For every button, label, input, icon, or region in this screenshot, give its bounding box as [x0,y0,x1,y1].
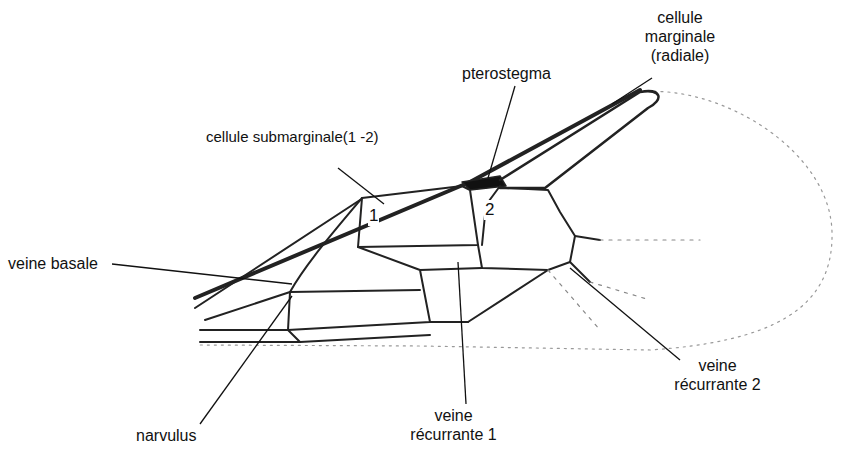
outer-veins [468,236,600,322]
basal-vein [290,198,362,292]
vein-traces [548,240,700,330]
callout-number: 1 [368,206,379,226]
leader-line [112,264,292,284]
vein-label: veine basale [8,254,98,273]
vein-label: veine récurrante 1 [396,406,511,444]
leader-lines [112,78,680,424]
leader-line [612,78,652,104]
leader-line [338,168,384,204]
leader-line [570,268,680,360]
discoidal-veins [288,247,482,330]
leader-line [458,262,466,404]
marginal-cell [500,91,658,188]
leader-line [200,296,292,424]
cell-divider [482,186,500,245]
vein-label: veine récurrante 2 [660,356,775,394]
costa-vein [195,90,640,298]
basal-veins [200,292,430,342]
cell-label: cellule submarginale(1 -2) [206,128,391,146]
vein-label: narvulus [136,426,196,445]
cell-label: cellule marginale (radiale) [630,8,730,66]
wing-outline [200,91,832,350]
callout-number: 2 [484,200,495,220]
part-label: pterostegma [462,64,551,83]
submarginal-cell-2 [478,188,575,270]
leader-line [488,86,515,178]
submarginal-cell-1 [358,186,478,247]
